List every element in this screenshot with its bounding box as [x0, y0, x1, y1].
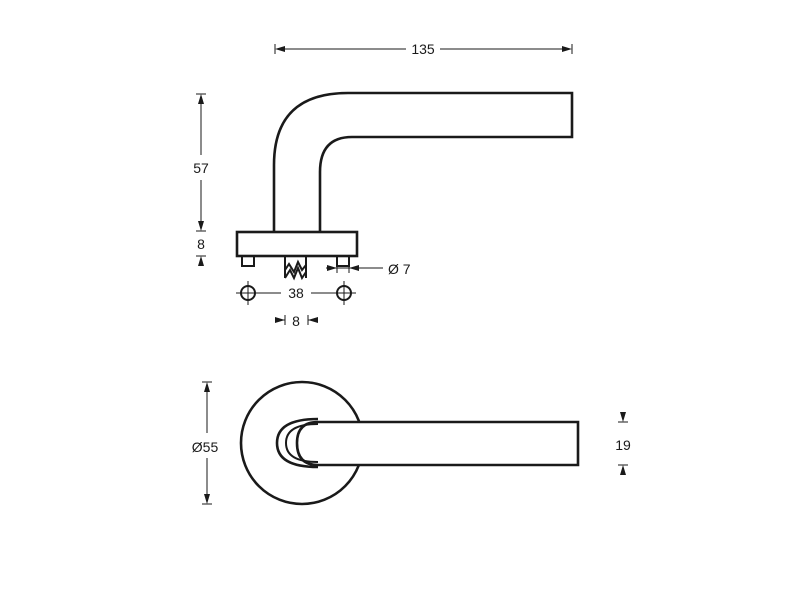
lever-top-fill: [297, 422, 578, 465]
spindle-break-symbol: [284, 256, 307, 281]
lever-top-outline: [295, 420, 580, 467]
side-view: 135 57 8 Ø 7: [193, 41, 574, 329]
pin-right: [336, 255, 350, 267]
dim-length-label: 135: [411, 41, 435, 57]
dim-pin-diameter-label: Ø 7: [388, 261, 411, 277]
dimension-rose-diameter: Ø55: [192, 381, 219, 505]
dim-screw-spacing-label: 38: [288, 285, 304, 301]
dimension-length: 135: [274, 41, 573, 57]
dim-rose-diameter-label: Ø55: [192, 439, 219, 455]
dim-height-label: 57: [193, 160, 209, 176]
dimension-screw-spacing: 38: [236, 281, 356, 305]
dim-rose-thickness-label: 8: [197, 236, 205, 252]
lever-side-outline: [272, 91, 574, 231]
dimension-pin-diameter: Ø 7: [326, 261, 411, 277]
top-view: Ø55 19: [192, 380, 631, 506]
dimension-lever-width: 19: [615, 412, 631, 475]
spindle-break-upper: [284, 259, 307, 275]
dim-lever-width-label: 19: [615, 437, 631, 453]
lever-neck-ring: [275, 417, 319, 469]
pin-left: [241, 255, 255, 267]
dimension-rose-thickness: 8: [196, 236, 206, 266]
rose-plate-side: [235, 230, 359, 258]
dimension-spindle: 8: [275, 313, 318, 329]
dim-spindle-label: 8: [292, 313, 300, 329]
dimension-height: 57: [193, 93, 209, 232]
